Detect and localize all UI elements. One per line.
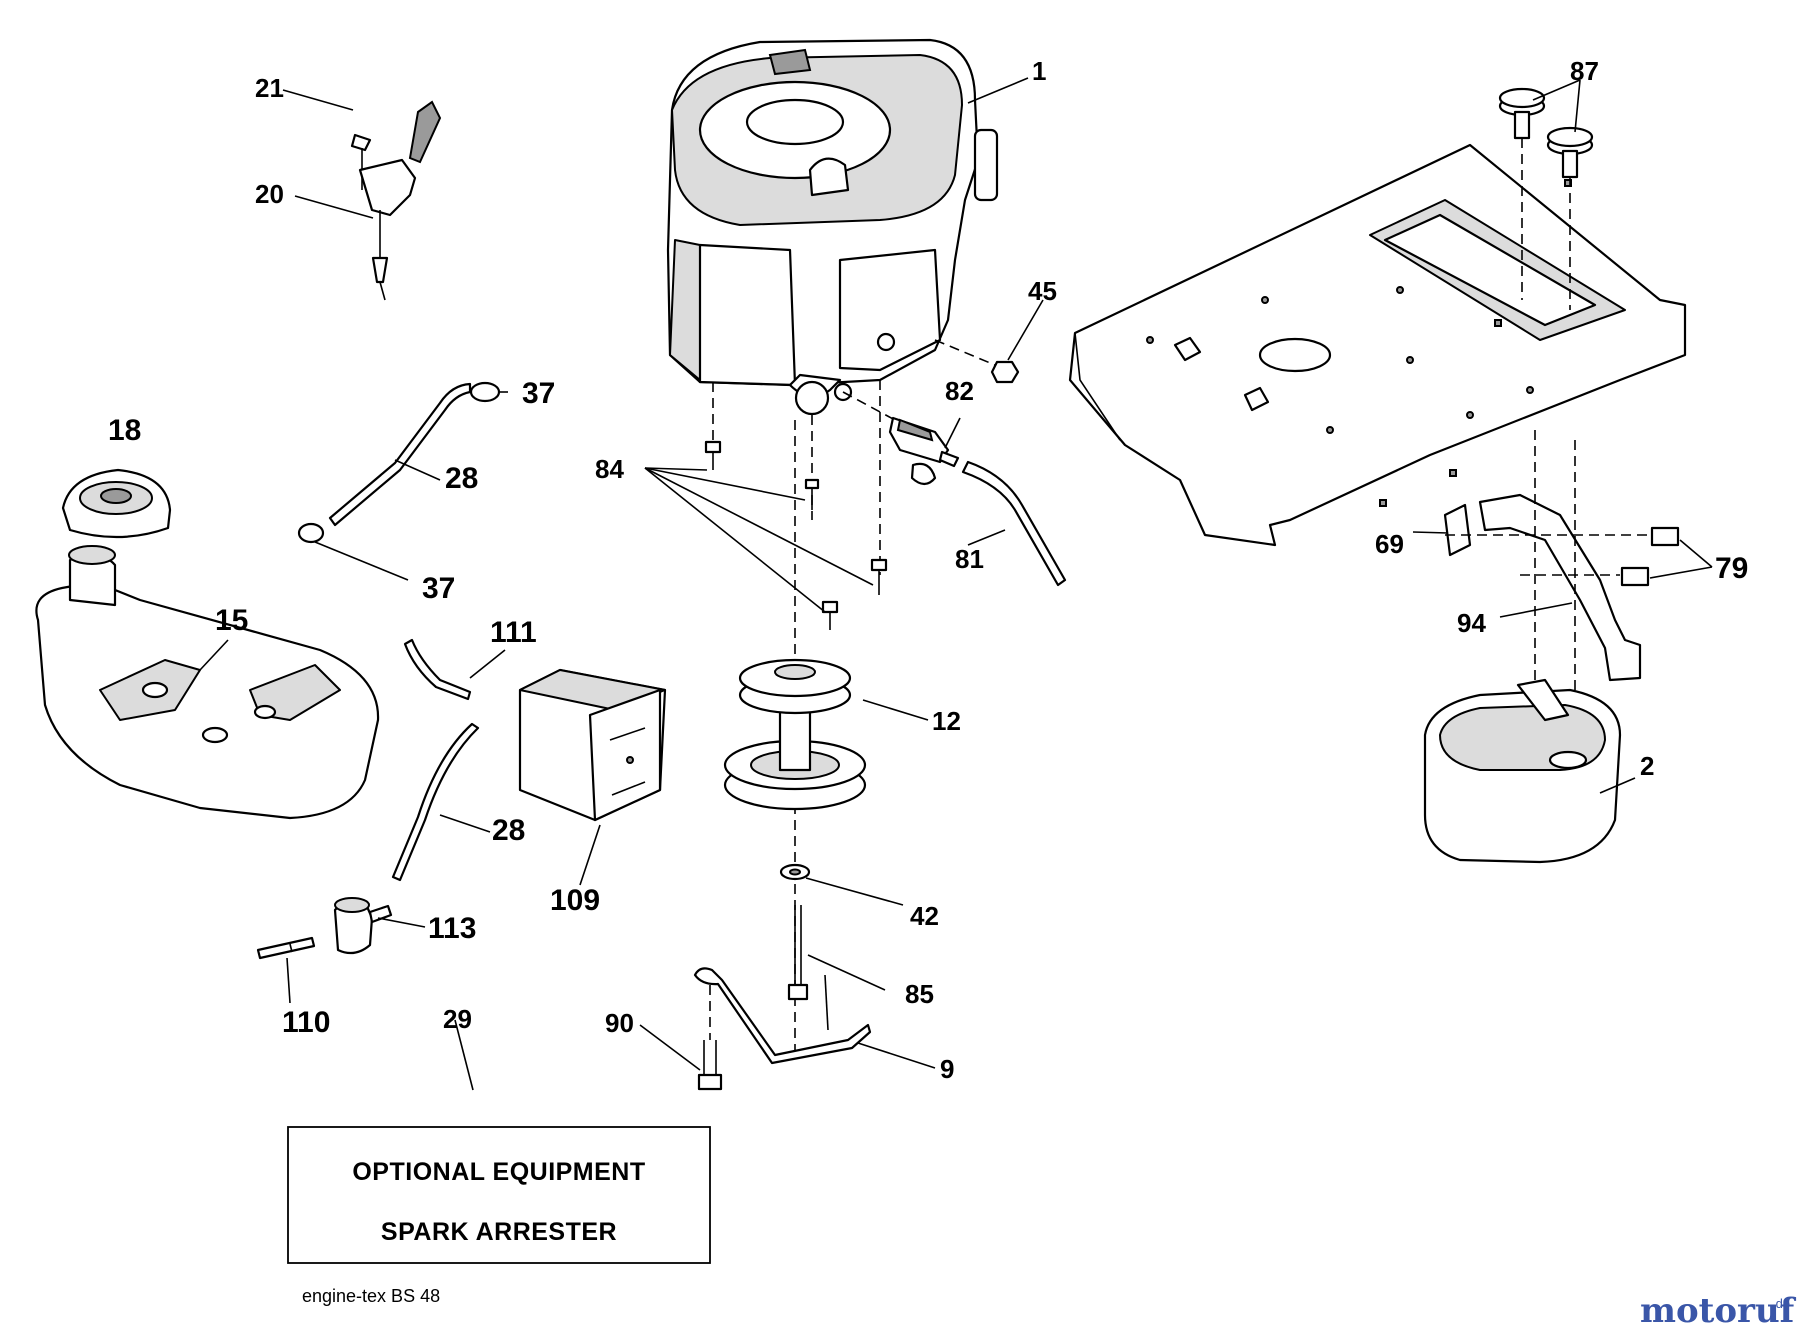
- motoruf-watermark: motoruf .de: [1640, 1291, 1797, 1331]
- callout-81: 81: [955, 544, 984, 574]
- exhaust-bolt-part: [1445, 526, 1680, 587]
- optional-equipment-title: OPTIONAL EQUIPMENT: [352, 1158, 645, 1186]
- fuel-line-upper-part: [328, 382, 472, 527]
- watermark-text: motoruf: [1640, 1291, 1797, 1331]
- callout-28-lower: 28: [492, 814, 525, 847]
- callout-2: 2: [1640, 751, 1654, 781]
- callout-90: 90: [605, 1008, 634, 1038]
- shutoff-valve-part: [333, 897, 393, 955]
- hose-clamp-part: [297, 381, 501, 544]
- callout-110: 110: [282, 1006, 330, 1039]
- fuel-line-lower-part: [391, 722, 480, 882]
- callout-37-lower: 37: [422, 572, 455, 605]
- fuel-line-short-part: [403, 638, 472, 701]
- watermark-suffix: .de: [1772, 1296, 1790, 1311]
- callout-45: 45: [1028, 276, 1057, 306]
- callout-1: 1: [1032, 56, 1046, 86]
- callout-18: 18: [108, 414, 141, 447]
- nut-part: [934, 339, 1020, 384]
- callout-84: 84: [595, 454, 624, 484]
- chassis-frame-part: [1068, 143, 1687, 547]
- exhaust-gasket-part: [1443, 503, 1472, 557]
- hose-connector-part: [256, 936, 316, 960]
- callout-87: 87: [1570, 56, 1599, 86]
- frame-stud-part: [1498, 87, 1594, 310]
- diagram-code-label: engine-tex BS 48: [302, 1286, 440, 1306]
- callout-42: 42: [910, 901, 939, 931]
- callout-69: 69: [1375, 529, 1404, 559]
- fuel-cap-part: [61, 468, 172, 539]
- washer-part: [779, 863, 811, 881]
- fuel-pump-part: [842, 391, 960, 486]
- callout-labels: 1 2 9 12 15 18 20 21 28 28 29 37 37 42 4…: [108, 56, 1748, 1084]
- callout-9: 9: [940, 1054, 954, 1084]
- mount-bolt-part: [697, 985, 723, 1091]
- bolt-set-part: [704, 440, 888, 630]
- engine-part: [666, 38, 999, 416]
- bracket-part: [693, 967, 872, 1065]
- callout-28-upper: 28: [445, 462, 478, 495]
- callout-21: 21: [255, 73, 284, 103]
- center-bolt-part: [787, 905, 809, 1001]
- fuel-tank-part: [35, 545, 380, 820]
- muffler-part: [1423, 678, 1622, 864]
- callout-79: 79: [1715, 552, 1748, 585]
- callout-15: 15: [215, 604, 248, 637]
- callout-94: 94: [1457, 608, 1486, 638]
- callout-37-upper: 37: [522, 377, 555, 410]
- throttle-control-part: [350, 100, 442, 301]
- callout-111: 111: [490, 616, 537, 649]
- exhaust-pipe-part: [1478, 493, 1642, 682]
- optional-equipment-box: OPTIONAL EQUIPMENT SPARK ARRESTER: [287, 1126, 711, 1264]
- callout-12: 12: [932, 706, 961, 736]
- fuel-filter-part: [518, 668, 667, 822]
- callout-20: 20: [255, 179, 284, 209]
- callout-29: 29: [443, 1004, 472, 1034]
- callout-85: 85: [905, 979, 934, 1009]
- callout-82: 82: [945, 376, 974, 406]
- fuel-hose-part: [961, 460, 1067, 587]
- leader-lines: [199, 77, 1713, 1091]
- pulley-part: [723, 658, 867, 811]
- callout-109: 109: [550, 884, 600, 917]
- callout-113: 113: [428, 912, 476, 945]
- spark-arrester-label: SPARK ARRESTER: [381, 1218, 617, 1246]
